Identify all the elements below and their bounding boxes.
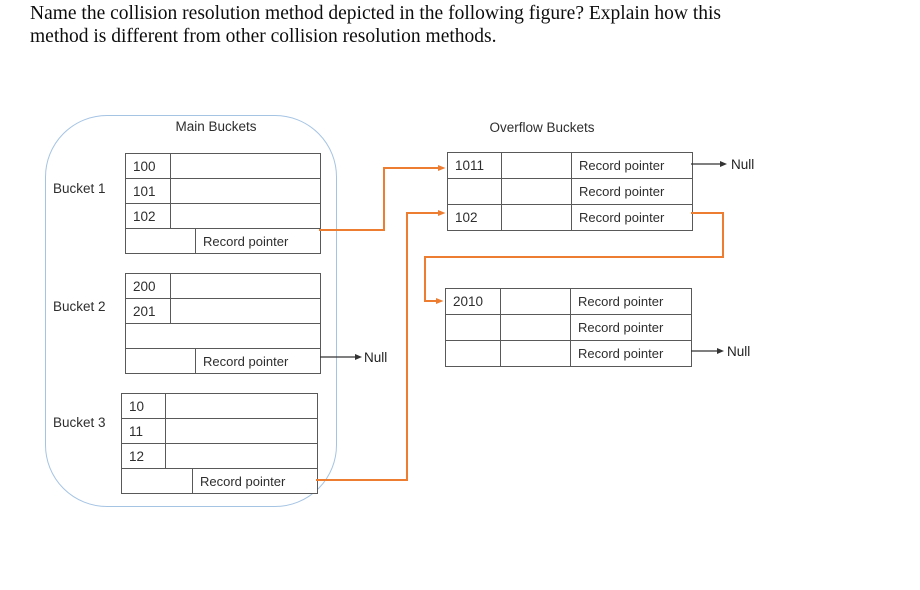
key-cell: 2010 xyxy=(446,289,501,314)
bucket-1-table: 100 101 102 Record pointer xyxy=(125,153,321,254)
question-line-2: method is different from other collision… xyxy=(30,26,497,47)
empty-cell xyxy=(171,299,320,323)
empty-cell xyxy=(171,179,320,203)
record-pointer-row: Record pointer xyxy=(122,468,317,493)
table-row: 101 xyxy=(126,178,320,203)
table-row: 201 xyxy=(126,298,320,323)
record-pointer-cell: Record pointer xyxy=(579,210,665,225)
question-line-1: Name the collision resolution method dep… xyxy=(30,3,722,24)
empty-cell xyxy=(126,349,196,373)
empty-cell xyxy=(171,274,320,298)
table-row: 11 xyxy=(122,418,317,443)
table-row xyxy=(126,323,320,348)
null-label-overflow1: Null xyxy=(731,157,755,172)
empty-cell xyxy=(171,154,320,178)
key-cell: 100 xyxy=(126,154,171,178)
null-label-overflow2: Null xyxy=(727,344,751,359)
arrow-bucket1-to-overflow1 xyxy=(319,165,446,231)
record-pointer-cell: Record pointer xyxy=(200,473,286,489)
table-row: Record pointer xyxy=(448,178,692,204)
empty-cell xyxy=(166,444,317,468)
empty-cell xyxy=(502,153,572,178)
empty-cell xyxy=(501,341,571,366)
bucket-3-label: Bucket 3 xyxy=(53,415,106,430)
table-row: 2010 Record pointer xyxy=(446,289,691,314)
table-row: Record pointer xyxy=(446,314,691,340)
empty-cell xyxy=(166,419,317,443)
empty-cell xyxy=(166,394,317,418)
table-row: 102 Record pointer xyxy=(448,204,692,230)
table-row: 12 xyxy=(122,443,317,468)
table-row: 102 xyxy=(126,203,320,228)
record-pointer-cell: Record pointer xyxy=(578,294,664,309)
key-cell: 201 xyxy=(126,299,171,323)
empty-cell xyxy=(501,315,571,340)
table-row: 100 xyxy=(126,154,320,178)
empty-cell xyxy=(502,205,572,230)
key-cell: 102 xyxy=(126,204,171,228)
bucket-3-table: 10 11 12 Record pointer xyxy=(121,393,318,494)
key-cell xyxy=(446,341,501,366)
null-label-bucket2: Null xyxy=(364,350,388,365)
key-cell: 12 xyxy=(122,444,166,468)
overflow-bucket-2-table: 2010 Record pointer Record pointer Recor… xyxy=(445,288,692,367)
record-pointer-cell: Record pointer xyxy=(578,320,664,335)
record-pointer-row: Record pointer xyxy=(126,228,320,253)
overflow-bucket-1-table: 1011 Record pointer Record pointer 102 R… xyxy=(447,152,693,231)
key-cell: 11 xyxy=(122,419,166,443)
question-text: Name the collision resolution method dep… xyxy=(30,2,721,48)
empty-cell xyxy=(502,179,572,204)
empty-cell xyxy=(126,324,320,348)
empty-cell xyxy=(501,289,571,314)
empty-cell xyxy=(126,229,196,253)
empty-cell xyxy=(171,204,320,228)
key-cell xyxy=(448,179,502,204)
key-cell: 200 xyxy=(126,274,171,298)
table-row: 10 xyxy=(122,394,317,418)
table-row: 1011 Record pointer xyxy=(448,153,692,178)
table-row: 200 xyxy=(126,274,320,298)
bucket-2-table: 200 201 Record pointer xyxy=(125,273,321,374)
key-cell: 101 xyxy=(126,179,171,203)
record-pointer-row: Record pointer xyxy=(126,348,320,373)
key-cell: 10 xyxy=(122,394,166,418)
record-pointer-cell: Record pointer xyxy=(578,346,664,361)
main-buckets-title: Main Buckets xyxy=(175,119,257,134)
record-pointer-cell: Record pointer xyxy=(579,158,665,173)
key-cell xyxy=(446,315,501,340)
key-cell: 102 xyxy=(448,205,502,230)
bucket-1-label: Bucket 1 xyxy=(53,181,106,196)
overflow-buckets-title: Overflow Buckets xyxy=(489,120,595,135)
record-pointer-cell: Record pointer xyxy=(203,233,289,249)
table-row: Record pointer xyxy=(446,340,691,366)
record-pointer-cell: Record pointer xyxy=(579,184,665,199)
key-cell: 1011 xyxy=(448,153,502,178)
empty-cell xyxy=(122,469,193,493)
bucket-2-label: Bucket 2 xyxy=(53,299,106,314)
record-pointer-cell: Record pointer xyxy=(203,353,289,369)
